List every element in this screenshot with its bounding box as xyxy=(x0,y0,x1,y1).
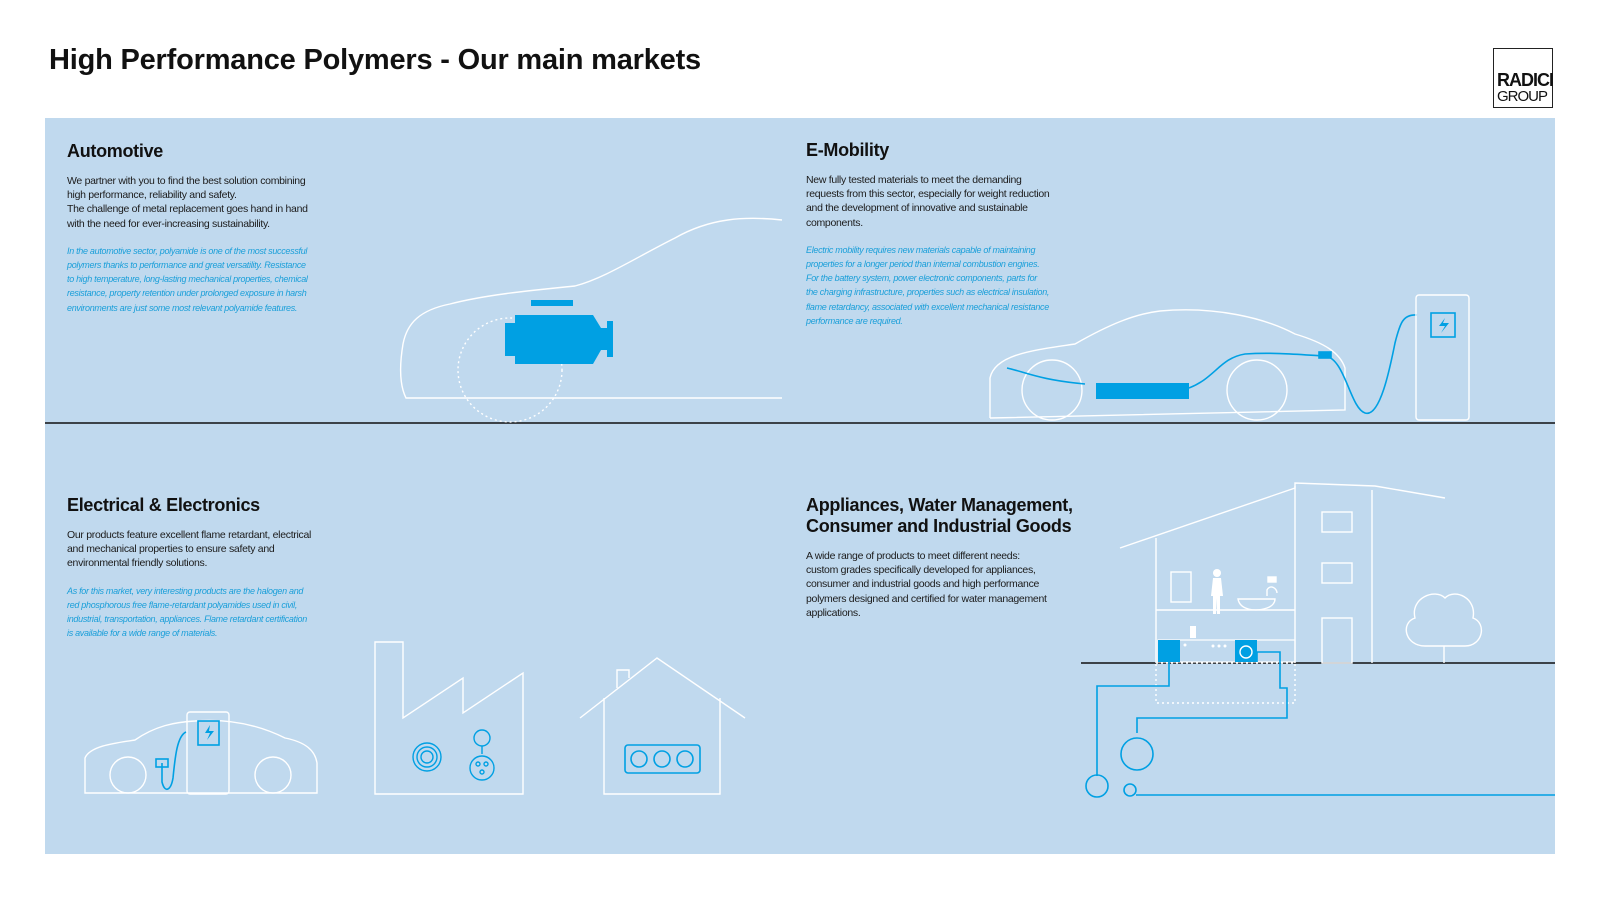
wheel-icon xyxy=(457,317,563,423)
battery-icon xyxy=(1096,383,1189,399)
page-title: High Performance Polymers - Our main mar… xyxy=(49,44,701,76)
market-automotive: Automotive We partner with you to find t… xyxy=(67,141,387,315)
kitchen-counter-icon xyxy=(1157,626,1296,663)
charging-cable-icon xyxy=(1006,314,1418,414)
markets-panel: Automotive We partner with you to find t… xyxy=(45,118,1555,854)
electrical-note: As for this market, very interesting pro… xyxy=(67,585,307,639)
market-emobility: E-Mobility New fully tested materials to… xyxy=(806,140,1126,328)
automotive-description: We partner with you to find the best sol… xyxy=(67,175,308,230)
ev-charger-car-icon xyxy=(84,711,318,795)
sink-icon xyxy=(1237,576,1278,611)
electric-car-icon xyxy=(989,309,1346,421)
power-strip-icon xyxy=(624,744,701,774)
tree-icon xyxy=(1405,593,1483,663)
automotive-note: In the automotive sector, polyamide is o… xyxy=(67,245,308,313)
engine-icon xyxy=(505,300,613,364)
market-appliances: Appliances, Water Management, Consumer a… xyxy=(806,495,1126,620)
automotive-title: Automotive xyxy=(67,141,164,161)
logo-line-2: GROUP xyxy=(1497,88,1548,105)
car-outline-icon xyxy=(399,217,783,399)
logo-line-1: RADICI xyxy=(1497,70,1554,90)
emobility-title: E-Mobility xyxy=(806,140,889,160)
emobility-description: New fully tested materials to meet the d… xyxy=(806,174,1050,229)
radici-group-logo: RADICI GROUP xyxy=(1493,48,1554,108)
appliances-title: Appliances, Water Management, Consumer a… xyxy=(806,495,1073,536)
appliances-description: A wide range of products to meet differe… xyxy=(806,550,1047,619)
house-cross-section-icon xyxy=(1119,482,1446,704)
water-pipe-icon xyxy=(1085,651,1555,798)
charging-station-icon xyxy=(1415,294,1470,421)
person-icon xyxy=(1211,569,1223,614)
house-icon xyxy=(579,657,746,795)
electrical-title: Electrical & Electronics xyxy=(67,495,260,515)
charger-plug-icon xyxy=(155,720,220,790)
market-electrical: Electrical & Electronics Our products fe… xyxy=(67,495,387,640)
emobility-note: Electric mobility requires new materials… xyxy=(806,244,1050,326)
washing-machine-icon xyxy=(1235,640,1257,662)
factory-icon xyxy=(374,641,524,795)
electrical-description: Our products feature excellent flame ret… xyxy=(67,529,312,570)
illustrations-layer xyxy=(45,217,1555,798)
fan-icon xyxy=(412,729,495,781)
